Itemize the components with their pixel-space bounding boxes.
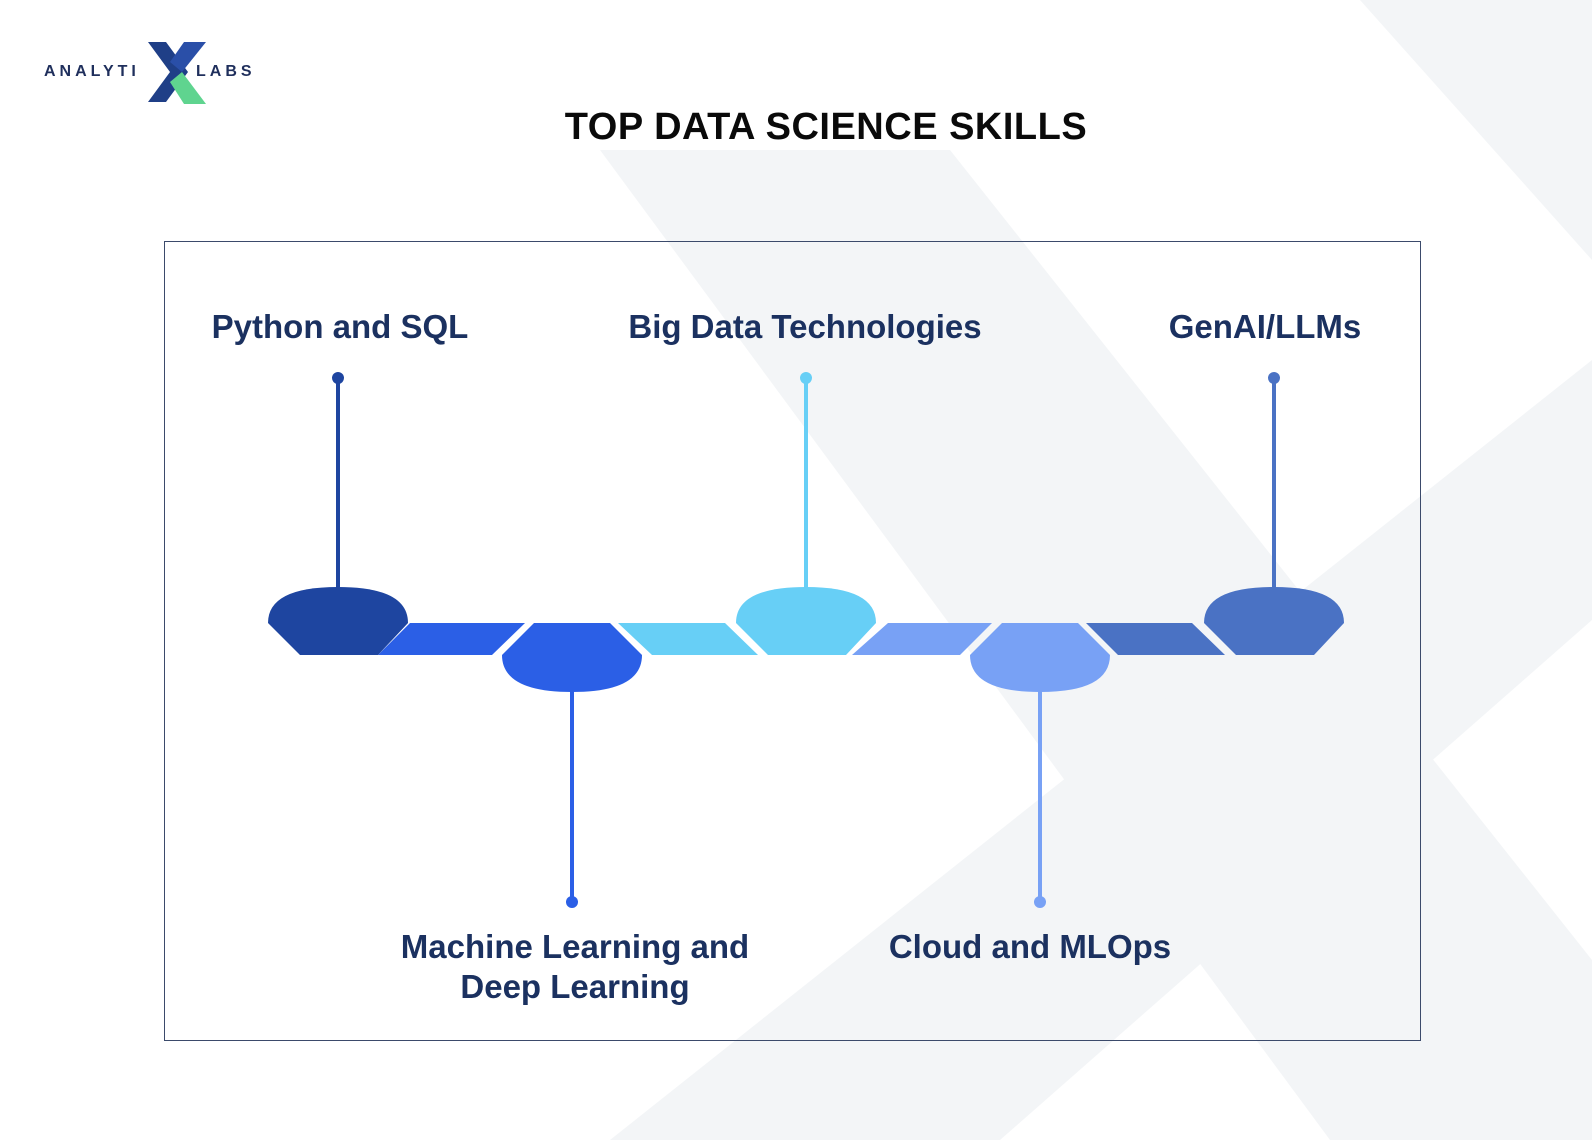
stem-dot-cloud	[1034, 896, 1046, 908]
stem-dot-ml	[566, 896, 578, 908]
connector-3	[852, 623, 992, 655]
logo-text-right: LABS	[196, 63, 256, 80]
skill-label-genai: GenAI/LLMs	[1168, 308, 1362, 345]
node-bigdata	[736, 587, 876, 655]
logo-text-left: ANALYTI	[44, 63, 140, 80]
logo-x-icon	[148, 42, 206, 104]
skill-label-machine-learning: Machine Learning and Deep Learning	[400, 928, 750, 1005]
connector-2	[618, 623, 758, 655]
stem-dot-bigdata	[800, 372, 812, 384]
brand-logo: ANALYTI LABS	[44, 38, 264, 110]
stem-dot-genai	[1268, 372, 1280, 384]
skill-label-cloud-mlops: Cloud and MLOps	[888, 928, 1172, 965]
node-python	[268, 587, 408, 655]
connector-1	[378, 623, 525, 655]
diagram-frame	[164, 241, 1421, 1041]
node-cloud	[970, 623, 1110, 692]
node-ml	[502, 623, 642, 692]
stem-dot-python	[332, 372, 344, 384]
skill-label-python-sql: Python and SQL	[211, 308, 469, 345]
skill-label-big-data: Big Data Technologies	[628, 308, 982, 345]
node-genai	[1204, 587, 1344, 655]
page-title: TOP DATA SCIENCE SKILLS	[564, 106, 1088, 148]
connector-4	[1086, 623, 1225, 655]
